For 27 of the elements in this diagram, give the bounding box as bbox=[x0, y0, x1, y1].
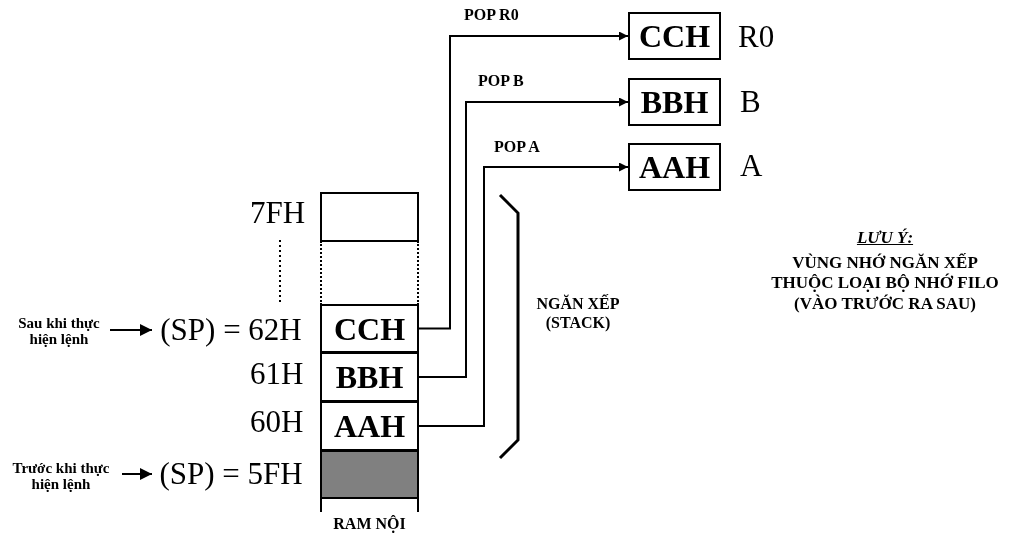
address-label: 7FH bbox=[250, 194, 306, 232]
register-name: A bbox=[740, 147, 763, 185]
memory-caption: RAM NỘI bbox=[333, 515, 406, 532]
memory-cell bbox=[320, 192, 419, 242]
note-heading: LƯU Ý: bbox=[856, 228, 914, 247]
note-text: VÙNG NHỚ NGĂN XẾP THUỘC LOẠI BỘ NHỚ FILO (VÀO TRƯỚC RA SAU) bbox=[770, 253, 1000, 315]
register-box: BBH bbox=[628, 78, 721, 126]
address-label: 60H bbox=[250, 403, 304, 441]
arrow bbox=[418, 162, 629, 427]
stack-pointer-text: (SP) = 62H bbox=[160, 312, 302, 348]
address-label: 61H bbox=[250, 355, 304, 393]
memory-cell: CCH bbox=[320, 304, 419, 353]
arrow bbox=[418, 97, 629, 378]
register-name: B bbox=[740, 83, 761, 121]
bracket-label: NGĂN XẾP (STACK) bbox=[536, 295, 620, 332]
stack-pointer-text: (SP) = 5FH bbox=[159, 456, 303, 492]
memory-cell: BBH bbox=[320, 352, 419, 402]
arrow bbox=[121, 468, 153, 480]
arrow bbox=[109, 324, 153, 336]
register-name: R0 bbox=[738, 18, 775, 56]
arrow bbox=[418, 31, 629, 330]
register-box: CCH bbox=[628, 12, 721, 60]
memory-cell: AAH bbox=[320, 401, 419, 451]
shaded-memory-cell bbox=[320, 450, 419, 499]
note-text: Sau khi thực hiện lệnh bbox=[17, 314, 101, 348]
note-text: Trước khi thực hiện lệnh bbox=[11, 459, 111, 493]
register-box: AAH bbox=[628, 143, 721, 191]
